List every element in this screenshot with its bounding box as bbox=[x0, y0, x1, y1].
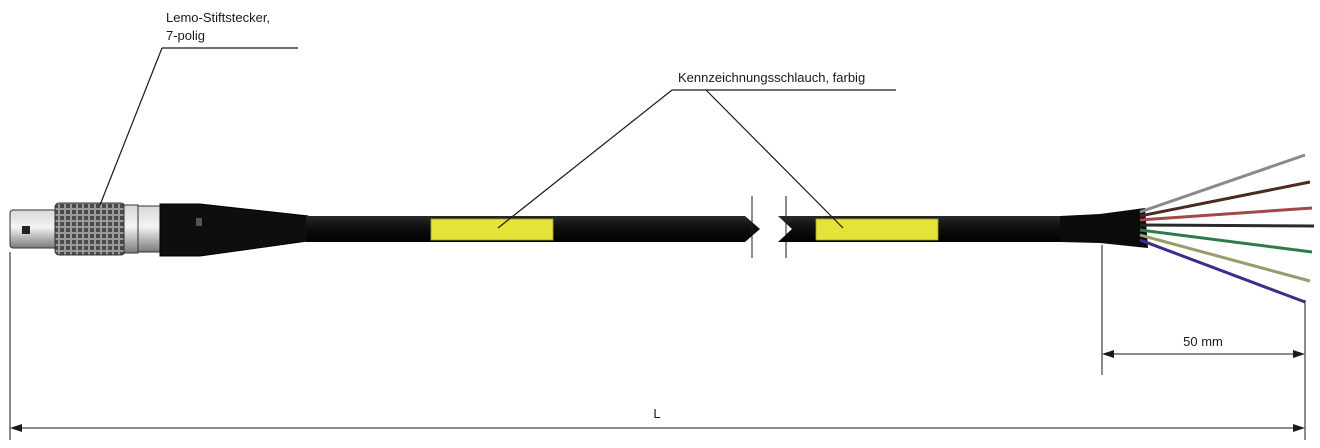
total-length-dimension bbox=[9, 252, 1306, 440]
cable-fanout bbox=[1060, 208, 1148, 248]
connector-strain-relief bbox=[159, 203, 309, 257]
connector-knurled-ring bbox=[54, 202, 126, 256]
marker-sleeve-right bbox=[815, 218, 939, 241]
cable-break bbox=[751, 196, 787, 258]
connector-label-line1: Lemo-Stiftstecker, bbox=[166, 10, 270, 25]
wires bbox=[1139, 153, 1315, 304]
wire-5 bbox=[1139, 228, 1313, 254]
wire-1 bbox=[1139, 153, 1306, 214]
connector-collar bbox=[123, 204, 139, 254]
strip-length-dimension bbox=[1101, 245, 1306, 375]
lemo-connector bbox=[9, 202, 309, 257]
wire-3 bbox=[1139, 206, 1313, 222]
strip-length-label: 50 mm bbox=[1183, 334, 1223, 349]
marker-sleeve-leaders bbox=[497, 89, 896, 229]
wire-6 bbox=[1139, 233, 1311, 283]
wire-7 bbox=[1139, 238, 1306, 304]
connector-mark bbox=[196, 218, 202, 226]
connector-tip bbox=[9, 209, 59, 249]
wire-2 bbox=[1139, 180, 1311, 218]
marker-sleeve-left bbox=[430, 218, 554, 241]
total-length-label: L bbox=[653, 406, 660, 421]
connector-collar-2 bbox=[137, 205, 163, 253]
connector-leader bbox=[99, 47, 298, 206]
connector-tip-slot bbox=[22, 226, 30, 234]
connector-label-line2: 7-polig bbox=[166, 28, 205, 43]
wire-4 bbox=[1139, 223, 1315, 228]
marker-sleeve-label: Kennzeichnungsschlauch, farbig bbox=[678, 70, 865, 85]
